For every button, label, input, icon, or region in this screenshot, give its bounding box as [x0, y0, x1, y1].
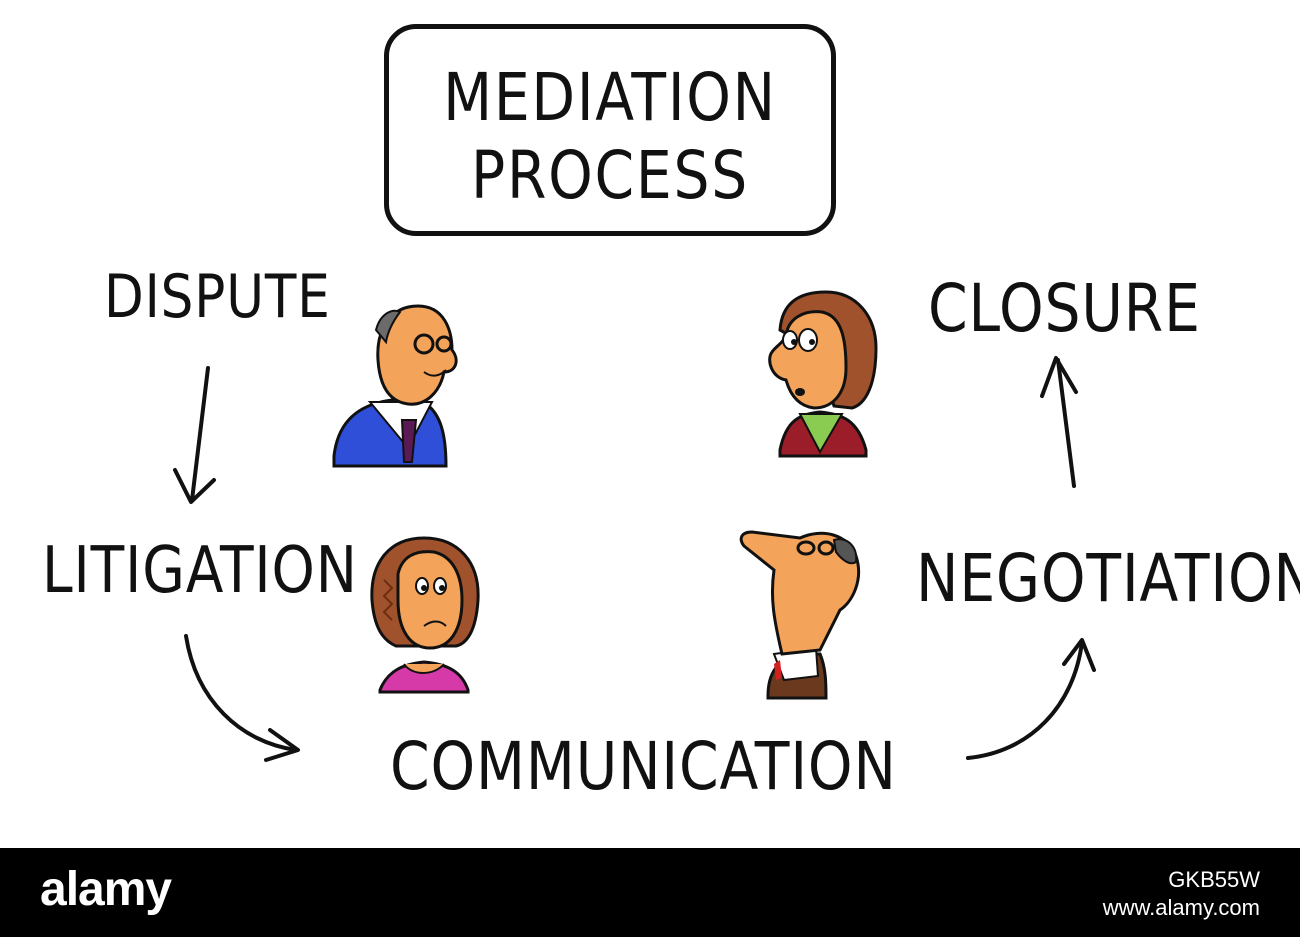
step-closure: CLOSURE [928, 270, 1201, 347]
arrow-dispute-to-litigation [173, 366, 216, 504]
diagram-canvas: MEDIATION PROCESS DISPUTE LITIGATION COM… [42, 24, 1300, 805]
title-line-2: PROCESS [471, 137, 749, 214]
diagram-drawing [173, 290, 1096, 762]
arrow-negotiation-to-closure [1040, 356, 1078, 488]
step-negotiation: NEGOTIATION [916, 540, 1300, 617]
footer-bar: alamy GKB55W www.alamy.com [0, 848, 1300, 937]
woman-worried-icon [768, 290, 878, 458]
step-dispute: DISPUTE [104, 262, 331, 332]
footer-image-info: GKB55W www.alamy.com [1103, 866, 1260, 922]
footer-site: www.alamy.com [1102, 895, 1260, 920]
arrow-litigation-to-communication [184, 634, 300, 762]
footer-logo: alamy [40, 863, 172, 916]
step-litigation: LITIGATION [42, 534, 358, 608]
step-communication: COMMUNICATION [390, 728, 897, 805]
bald-man-glasses-icon [332, 304, 458, 468]
title-box: MEDIATION PROCESS [384, 24, 836, 236]
woman-frowning-icon [370, 536, 480, 694]
arrow-communication-to-negotiation [966, 638, 1096, 760]
footer-image-id: GKB55W [1168, 867, 1260, 892]
title-line-1: MEDIATION [443, 59, 777, 136]
man-looking-up-icon [739, 530, 861, 700]
